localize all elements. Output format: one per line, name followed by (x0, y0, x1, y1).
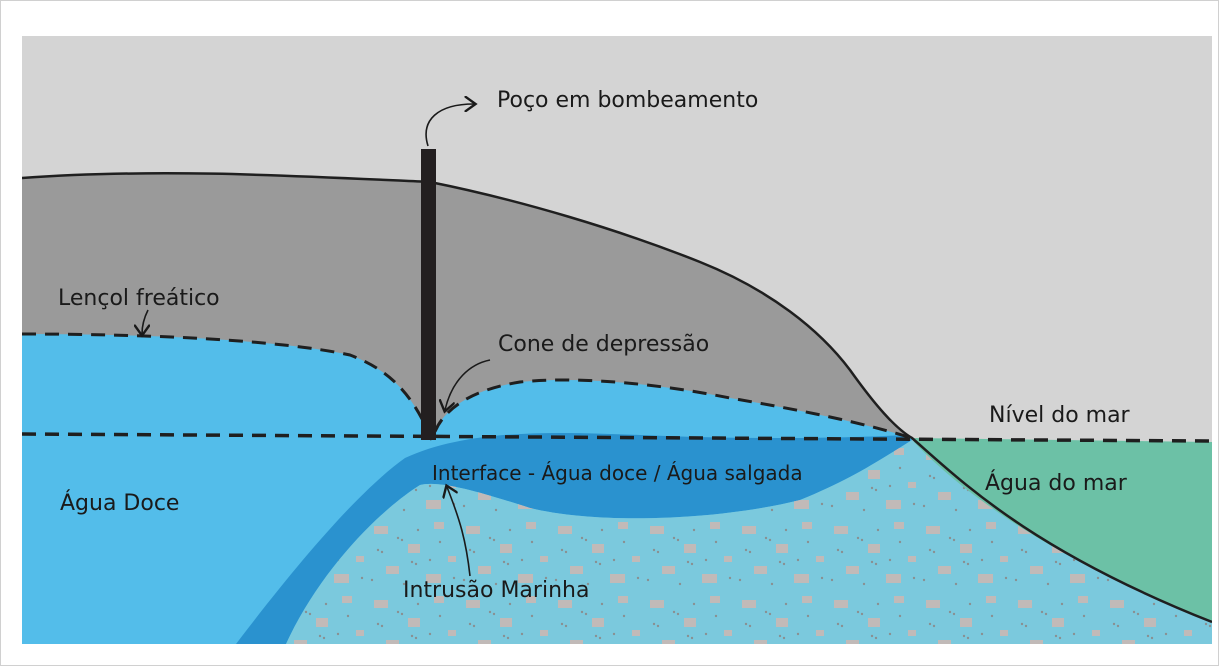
cone-arrow (445, 359, 491, 410)
intrusion-arrow (447, 487, 471, 577)
depression-cone-label: Cone de depressão (498, 332, 709, 357)
coastline-slope (22, 172, 1212, 624)
fresh-water-label: Água Doce (60, 490, 179, 516)
interface-label: Interface - Água doce / Água salgada (432, 461, 803, 485)
pumping-well (421, 149, 436, 440)
sea-level-label: Nível do mar (989, 403, 1131, 428)
water-table-label: Lençol freático (58, 286, 220, 311)
interface-band (236, 432, 912, 644)
pumping-well-label: Poço em bombeamento (497, 88, 758, 113)
water-table-arrow (142, 309, 148, 334)
sea-level-line (22, 432, 1212, 443)
pumping-arrow (425, 104, 474, 147)
marine-intrusion-label: Intrusão Marinha (403, 578, 589, 603)
sea-water-label: Água do mar (985, 470, 1128, 496)
intrusion-speckles (286, 440, 1212, 644)
